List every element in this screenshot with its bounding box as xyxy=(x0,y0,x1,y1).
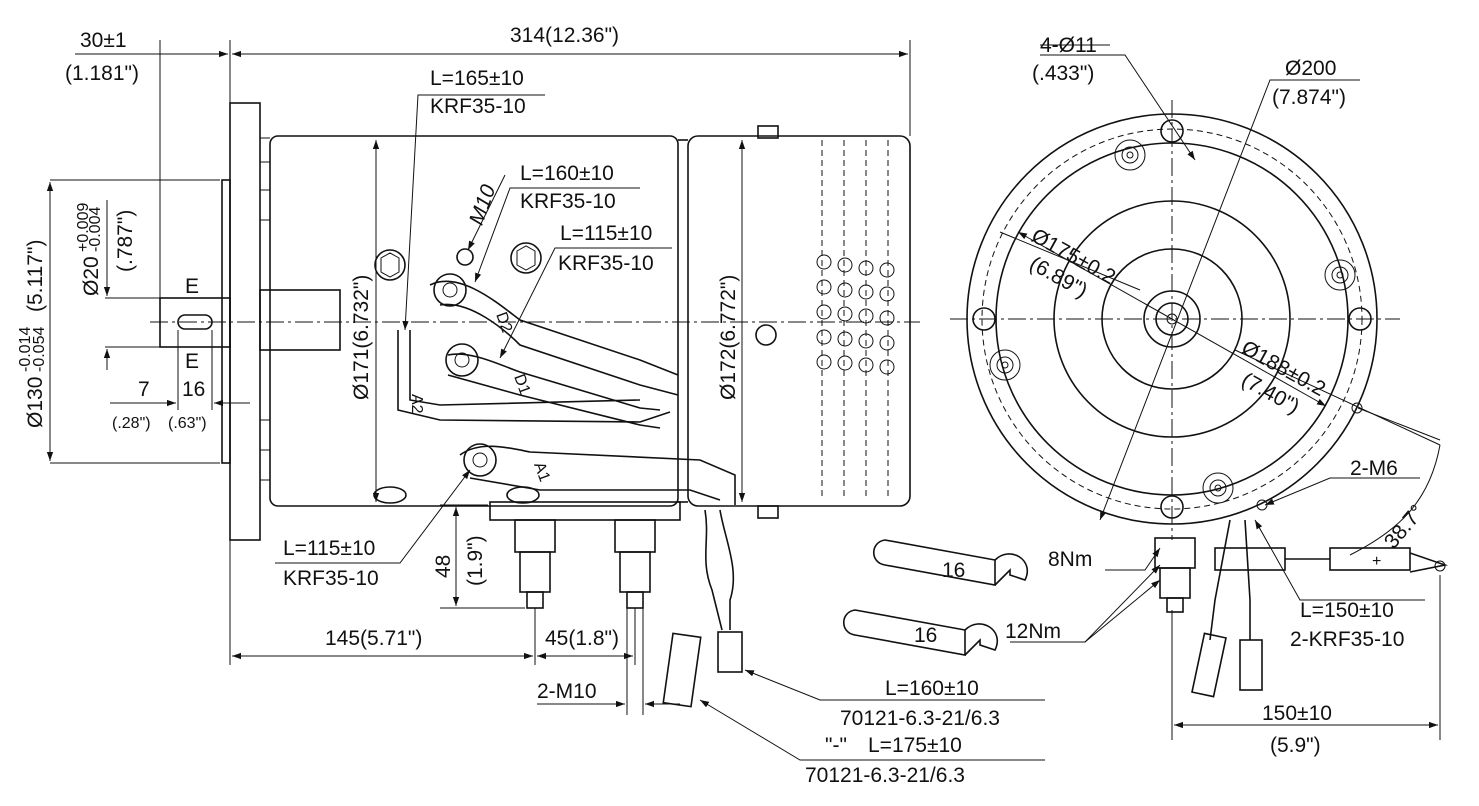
wrench2-size-label: 16 xyxy=(914,624,937,647)
section-e-bottom: E xyxy=(185,350,199,373)
hex-bolt xyxy=(755,324,777,346)
pilot-tol-upper: -0.014 xyxy=(17,327,34,372)
key-length-inch-label: (.63") xyxy=(168,415,207,432)
end-cover xyxy=(687,135,911,507)
key-width-label: 7 xyxy=(138,378,150,401)
overall-length-label: 314(12.36") xyxy=(510,24,619,47)
svg-text:A2: A2 xyxy=(408,394,425,414)
end-cover-diameter-label: Ø172(6.772") xyxy=(717,275,740,400)
shaft-diameter-label: Ø20 xyxy=(80,256,103,296)
housing-diameter-label: Ø171(6.732") xyxy=(350,275,373,400)
section-e-top: E xyxy=(185,275,199,298)
terminal-block xyxy=(489,501,681,521)
lead-d1-terminal-label: KRF35-10 xyxy=(558,252,654,275)
lead-d2-terminal-label: KRF35-10 xyxy=(520,190,616,213)
holes-label: 4-Ø11 xyxy=(1040,34,1097,57)
plus-terminal-label: + xyxy=(1372,553,1381,570)
hex-bolt xyxy=(510,242,542,274)
torque-8nm-label: 8Nm xyxy=(1048,548,1092,571)
sensor-lead1-part-label: 70121-6.3-21/6.3 xyxy=(840,707,1000,730)
side-view: A2 D2 D1 A1 xyxy=(46,40,1045,761)
wrench-icon xyxy=(872,539,1028,586)
angle-label: 38.7° xyxy=(1380,501,1429,554)
lead-a2-length-label: L=165±10 xyxy=(430,67,524,90)
cable-length-inch-label: (5.9") xyxy=(1270,734,1321,757)
shaft-tol-lower: -0.004 xyxy=(87,207,104,252)
key-length-label: 16 xyxy=(182,378,205,401)
sensor-lead1-length-label: L=160±10 xyxy=(885,677,979,700)
sensor-lead2-part-label: 70121-6.3-21/6.3 xyxy=(805,764,965,787)
flange-od-inch-label: (7.874") xyxy=(1272,86,1346,109)
lead-d2-length-label: L=160±10 xyxy=(520,162,614,185)
vent-holes xyxy=(816,254,895,375)
motor-housing xyxy=(269,135,679,507)
tapped-holes-label: 2-M6 xyxy=(1350,457,1398,480)
lead-d1 xyxy=(447,353,661,411)
pilot-diameter-inch-label: (5.117") xyxy=(24,240,47,312)
sensor-lead2-sign-label: "-" xyxy=(825,734,847,757)
sensor-cable-length-label: L=150±10 xyxy=(1300,599,1394,622)
flange-od-label: Ø200 xyxy=(1285,57,1336,80)
lead-d1-length-label: L=115±10 xyxy=(560,222,652,245)
stud-position-label: 145(5.71") xyxy=(325,627,422,650)
thread-m10-label: M10 xyxy=(465,181,501,228)
lead-a1-length-label: L=115±10 xyxy=(283,537,375,560)
holes-inch-label: (.433") xyxy=(1032,62,1094,85)
shaft-tol-upper: +0.009 xyxy=(75,203,92,252)
cable-length-label: 150±10 xyxy=(1262,702,1332,725)
stud-pitch-label: 45(1.8") xyxy=(545,627,619,650)
stud-thread-label: 2-M10 xyxy=(537,680,597,703)
lead-a1-terminal-label: KRF35-10 xyxy=(283,567,379,590)
mount-hole xyxy=(1160,119,1184,143)
mount-hole xyxy=(972,307,996,331)
svg-text:A1: A1 xyxy=(530,460,553,484)
sensor-cable-terminal-label: 2-KRF35-10 xyxy=(1290,628,1404,651)
torque-12nm-label: 12Nm xyxy=(1005,620,1061,643)
svg-text:D1: D1 xyxy=(510,372,533,397)
stud-height-label: 48 xyxy=(432,555,455,578)
lead-a2-terminal-label: KRF35-10 xyxy=(430,95,526,118)
pilot-diameter-label: Ø130 xyxy=(24,377,47,428)
stud-height-inch-label: (1.9") xyxy=(464,535,487,586)
mount-hole xyxy=(1160,495,1184,519)
lead-a2 xyxy=(397,330,671,423)
lead-a1 xyxy=(459,445,736,505)
key-width-inch-label: (.28") xyxy=(112,415,151,432)
flange-thickness-label: 30±1 xyxy=(80,29,127,52)
mount-hole xyxy=(1348,307,1372,331)
sensor-lead2-length-label: L=175±10 xyxy=(868,734,962,757)
shaft-diameter-inch-label: (.787") xyxy=(114,210,137,272)
lead-d2 xyxy=(429,280,679,376)
wrench1-size-label: 16 xyxy=(942,559,965,582)
hex-bolt xyxy=(374,249,406,281)
pilot-tol-lower: -0.054 xyxy=(31,327,48,372)
wrench-icon xyxy=(842,609,998,656)
end-view xyxy=(842,44,1449,740)
flange-thickness-inch-label: (1.181") xyxy=(65,62,139,85)
dimension-labels: 30±1 (1.181") 314(12.36") L=165±10 KRF35… xyxy=(17,24,1429,787)
